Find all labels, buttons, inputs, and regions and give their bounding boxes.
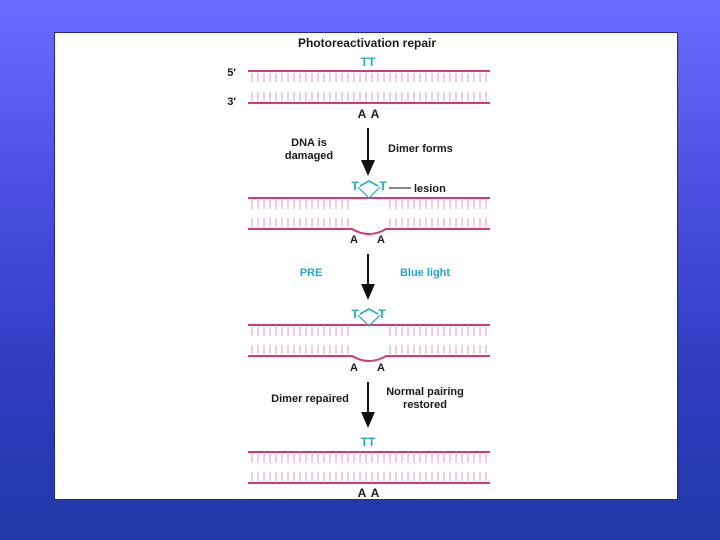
adenine-label: A <box>358 107 367 121</box>
step-label-dimer-repaired: Dimer repaired <box>271 393 349 405</box>
dna-duplex-3 <box>248 325 490 361</box>
step-label-blue-light: Blue light <box>400 267 450 279</box>
dna-duplex-4 <box>248 452 490 483</box>
dna-duplex-2 <box>248 198 490 234</box>
lesion-label: lesion <box>414 183 446 195</box>
dna-stage-1: TT A A <box>358 55 380 121</box>
thymine-label: T <box>379 179 387 193</box>
step-label-normal-pairing-line1: Normal pairing <box>386 386 464 398</box>
thymine-pair-label: TT <box>361 435 376 449</box>
five-prime-label: 5' <box>227 67 236 79</box>
adenine-label: A <box>371 486 380 500</box>
dna-stage-4: TT A A <box>358 435 380 500</box>
step-label-dimer-forms: Dimer forms <box>388 143 453 155</box>
step-arrow-1: DNA is damaged Dimer forms <box>285 128 453 176</box>
step-label-normal-pairing-line2: restored <box>403 399 447 411</box>
adenine-label: A <box>371 107 380 121</box>
thymine-label: T <box>378 307 386 321</box>
adenine-label: A <box>350 362 358 374</box>
adenine-label: A <box>377 362 385 374</box>
thymine-pair-label: TT <box>361 55 376 69</box>
thymine-label: T <box>351 179 359 193</box>
dna-duplex-1 <box>248 71 490 103</box>
step-arrow-2: PRE Blue light <box>300 254 451 300</box>
step-label-dna-damaged-line1: DNA is <box>291 137 327 149</box>
step-label-dna-damaged-line2: damaged <box>285 150 333 162</box>
adenine-label: A <box>377 234 385 246</box>
thymine-label: T <box>351 307 359 321</box>
adenine-label: A <box>350 234 358 246</box>
adenine-label: A <box>358 486 367 500</box>
three-prime-label: 3' <box>227 96 236 108</box>
dimer-bond <box>360 309 378 314</box>
dimer-bulge <box>358 187 380 198</box>
step-label-pre: PRE <box>300 267 323 279</box>
dna-stage-2: T T lesion A A <box>350 179 446 246</box>
bottom-strand-backbone <box>248 229 490 234</box>
diagram-title: Photoreactivation repair <box>298 36 436 50</box>
dna-stage-3: T T A A <box>350 307 386 374</box>
dimer-bond <box>360 181 378 186</box>
bottom-strand-backbone <box>248 356 490 361</box>
step-arrow-3: Dimer repaired Normal pairing restored <box>271 382 464 428</box>
